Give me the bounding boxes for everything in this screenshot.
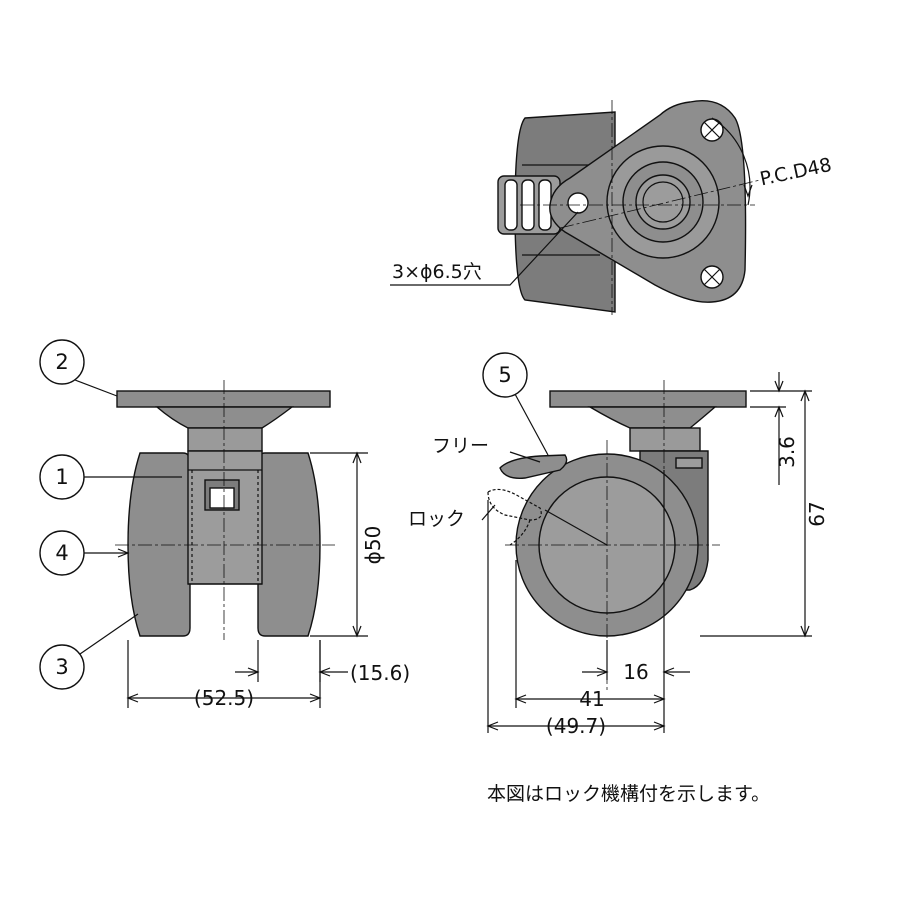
side-view-swivel-body (587, 406, 717, 429)
front-view-top-plate (116, 390, 331, 408)
side-view-brake-arc (544, 509, 608, 546)
top-view-wheel-inner (522, 164, 600, 256)
balloon-5 (482, 352, 549, 456)
front-view-wheel-right (257, 452, 321, 637)
top-view (390, 100, 761, 315)
top-view-mounting-hole-2 (700, 265, 724, 289)
dim-depth: 41 (579, 687, 604, 711)
top-view-hub-core (642, 181, 684, 223)
free-label: フリー (432, 435, 489, 457)
balloon-2-label: 2 (55, 350, 68, 374)
holes-label: 3×ϕ6.5穴 (392, 261, 482, 283)
balloon-1-label: 1 (55, 465, 68, 489)
front-view-dimensions (126, 451, 368, 708)
dim-depth-overall: (49.7) (546, 714, 606, 738)
note-text: 本図はロック機構付を示します。 (487, 783, 770, 805)
dim-wheel-width: (15.6) (350, 661, 410, 685)
side-view-pedal-free (499, 454, 568, 479)
front-view (115, 380, 335, 640)
side-view-top-plate (549, 390, 747, 408)
dim-plate-thickness: 3.6 (775, 436, 799, 468)
top-view-mounting-hole-3 (567, 192, 589, 214)
front-view-swivel-body (155, 406, 295, 429)
top-view-centerline-diag (559, 179, 761, 229)
side-view-fork-label (675, 457, 703, 469)
top-view-mounting-hole-1 (700, 118, 724, 142)
balloon-2 (39, 339, 118, 397)
front-view-lock-slot (209, 487, 235, 509)
pcd-label: P.C.D48 (758, 154, 834, 191)
dim-overall-width: (52.5) (194, 686, 254, 710)
holes-leader (390, 211, 579, 286)
balloon-4-label: 4 (55, 541, 68, 565)
side-view-dimensions (486, 372, 812, 733)
pcd-arrow (743, 184, 753, 198)
front-view-wheel-left (127, 452, 191, 637)
balloon-1 (39, 454, 182, 500)
front-view-swivel-stem (187, 427, 263, 452)
top-view-hub-inner (635, 174, 691, 230)
dim-offset: 16 (623, 660, 648, 684)
dim-wheel-dia: ϕ50 (361, 526, 385, 565)
side-view-swivel-stem (629, 427, 701, 452)
side-view (487, 380, 747, 690)
pcd-arc (711, 117, 751, 206)
lock-label: ロック (408, 508, 465, 530)
front-view-axle-body (187, 450, 263, 585)
balloon-3-label: 3 (55, 655, 68, 679)
balloon-4 (39, 530, 130, 576)
balloon-3 (39, 613, 139, 690)
balloon-5-label: 5 (498, 363, 511, 387)
free-leader (509, 451, 541, 463)
dim-height-total: 67 (805, 501, 829, 526)
lock-leader (481, 504, 496, 521)
